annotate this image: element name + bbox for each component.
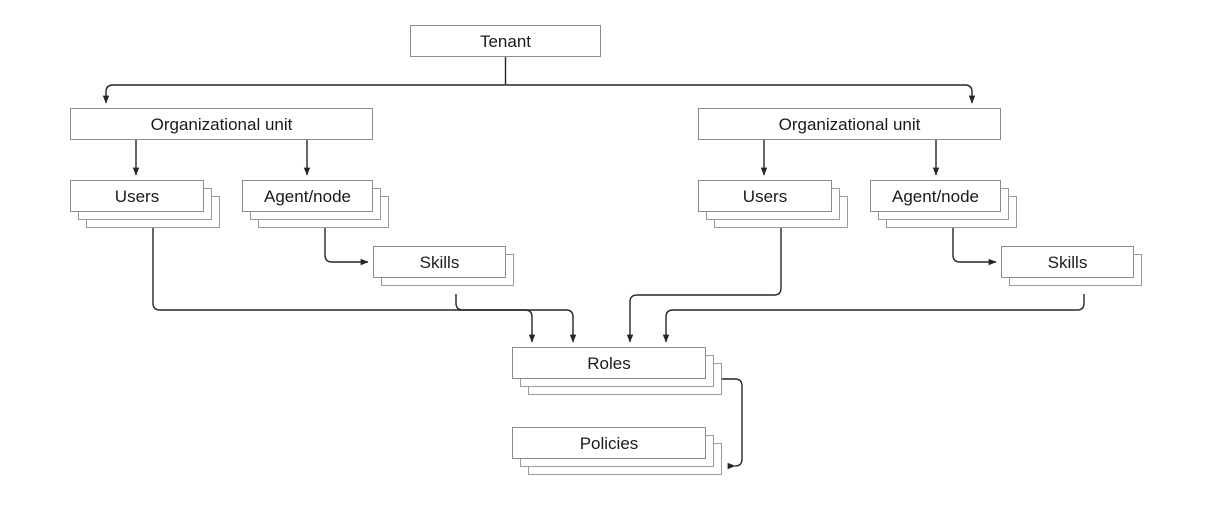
edge-agentright-skills [952,228,997,266]
node-policies-label: Policies [579,433,639,453]
edge-usersright-roles [626,228,782,343]
node-organizational-unit-right[interactable]: Organizational unit [698,108,1001,140]
edge-skillsleft-roles [455,294,577,343]
edge-usersleft-roles [152,228,536,343]
node-users-left[interactable]: Users [70,180,204,212]
edge-tenant-ou-right [504,83,976,104]
node-skills-right-label: Skills [1047,252,1088,272]
node-skills-left-label: Skills [419,252,460,272]
node-skills-left[interactable]: Skills [373,246,506,278]
node-roles-label: Roles [587,353,631,373]
node-organizational-unit-right-label: Organizational unit [778,114,921,134]
node-users-left-label: Users [114,186,160,206]
node-users-right-label: Users [742,186,788,206]
edge-tenant-ou-left [102,83,507,104]
node-tenant[interactable]: Tenant [410,25,601,57]
node-organizational-unit-left[interactable]: Organizational unit [70,108,373,140]
node-agent-left[interactable]: Agent/node [242,180,373,212]
node-agent-right[interactable]: Agent/node [870,180,1001,212]
edge-roles-policies [722,378,743,470]
edge-agentleft-skills [324,228,369,266]
node-users-right[interactable]: Users [698,180,832,212]
node-organizational-unit-left-label: Organizational unit [150,114,293,134]
node-tenant-label: Tenant [479,31,532,51]
node-policies[interactable]: Policies [512,427,706,459]
node-agent-right-label: Agent/node [892,186,979,206]
node-roles[interactable]: Roles [512,347,706,379]
node-agent-left-label: Agent/node [264,186,351,206]
node-skills-right[interactable]: Skills [1001,246,1134,278]
edge-skillsright-roles [662,294,1085,343]
